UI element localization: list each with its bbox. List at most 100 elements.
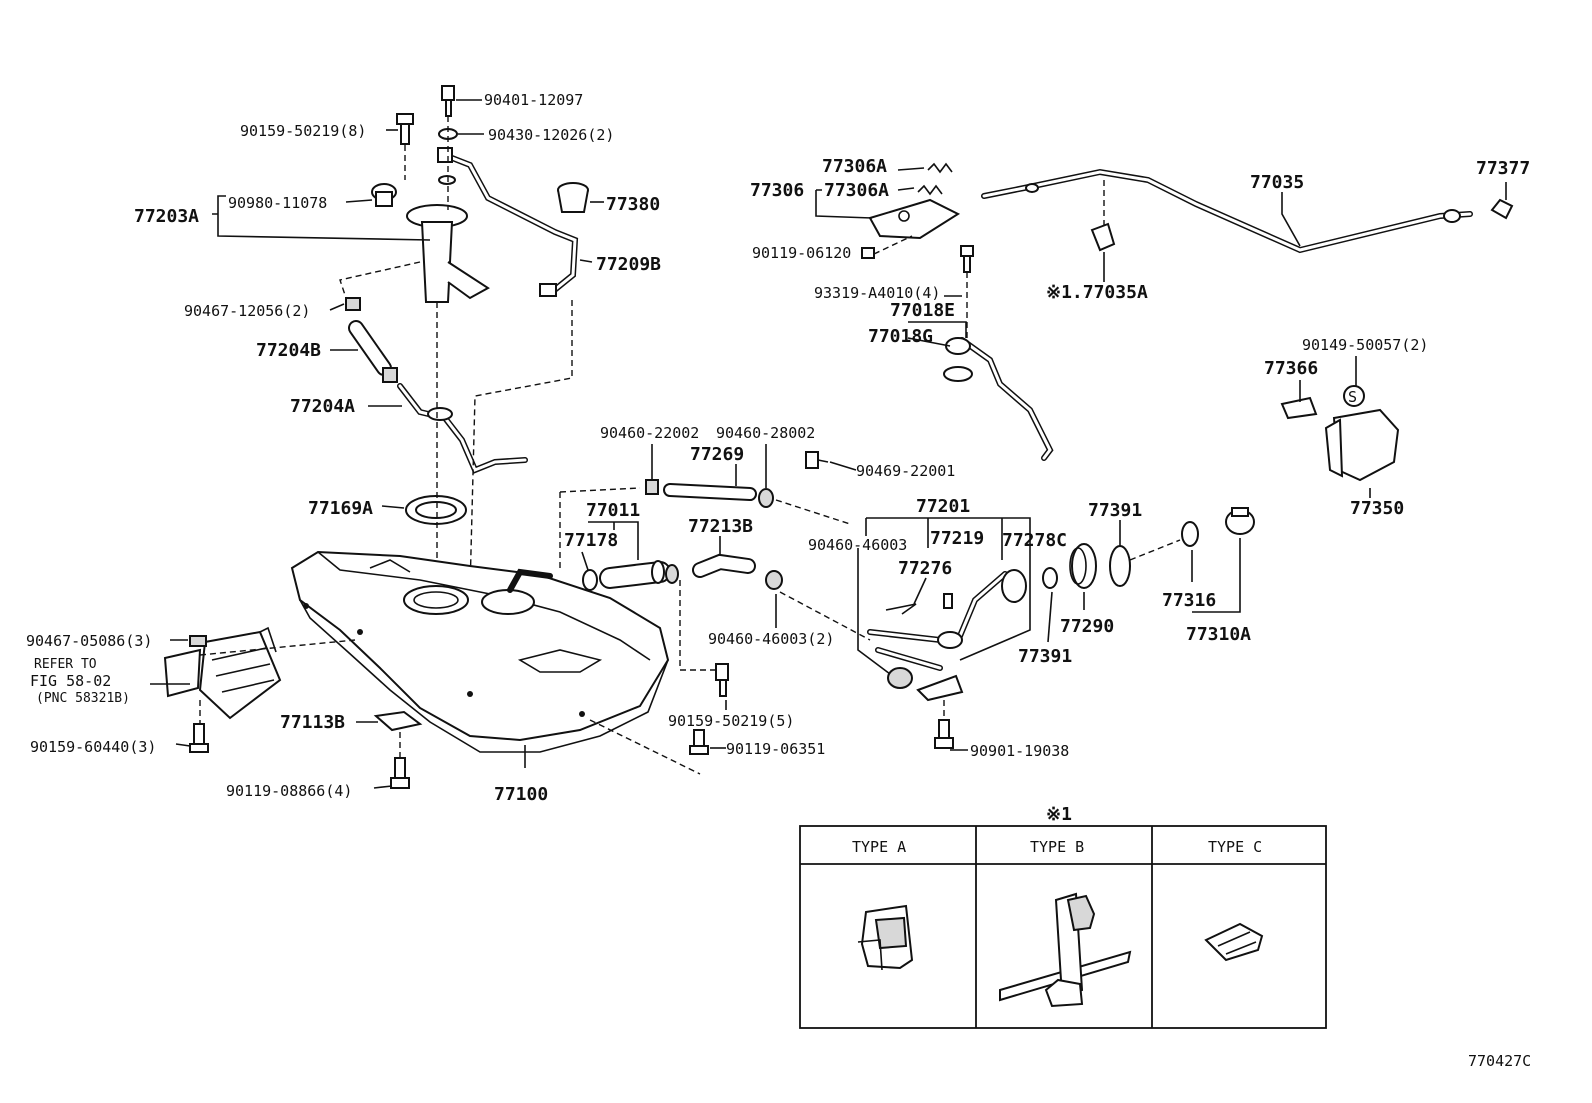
clip-90469-22001 <box>805 451 829 469</box>
label-77391-a: 77391 <box>1088 500 1142 521</box>
label-77203A: 77203A <box>134 206 199 227</box>
gasket-77316 <box>1181 521 1199 547</box>
label-77018E: 77018E <box>890 300 955 321</box>
clamp-type-b <box>999 892 1132 1008</box>
protector-58321B <box>163 626 282 720</box>
label-77035A: ※1.77035A <box>1046 282 1148 303</box>
label-77018G: 77018G <box>868 326 933 347</box>
clamp-77035A <box>1090 222 1116 252</box>
clamp-90460-28002 <box>758 488 774 508</box>
gasket-77169A <box>405 495 467 525</box>
label-77278C: 77278C <box>1002 530 1067 551</box>
types-note: ※1 <box>1046 804 1072 825</box>
pump-bracket-77203A <box>406 204 490 303</box>
lock-77306 <box>868 198 961 240</box>
types-table <box>799 825 1327 1029</box>
small-washer <box>438 175 456 185</box>
hinge-77366 <box>1280 396 1318 420</box>
label-90460-46003: 90460-46003 <box>808 536 907 554</box>
clamp-type-a <box>857 904 914 971</box>
label-77380: 77380 <box>606 194 660 215</box>
bracket-filler <box>916 674 964 702</box>
release-cable-77018 <box>943 337 1054 461</box>
label-77035: 77035 <box>1250 172 1304 193</box>
end-77377 <box>1490 198 1514 220</box>
label-90460-22002: 90460-22002 <box>600 424 699 442</box>
cap-77310A <box>1225 507 1255 535</box>
bolt-90159-60440 <box>189 723 209 753</box>
clamp-90467-12056 <box>345 297 361 311</box>
fuel-tank-77100 <box>290 550 670 753</box>
label-77201: 77201 <box>916 496 970 517</box>
type-b-header: TYPE B <box>1030 838 1084 856</box>
label-90901-19038: 90901-19038 <box>970 742 1069 760</box>
ring-77391-b <box>1109 545 1131 587</box>
type-a-header: TYPE A <box>852 838 906 856</box>
refer-to-line3: (PNC 58321B) <box>36 691 130 706</box>
label-77113B: 77113B <box>280 712 345 733</box>
hose-77204B <box>348 320 392 376</box>
label-77377: 77377 <box>1476 158 1530 179</box>
label-90159-50219-8: 90159-50219(8) <box>240 122 366 140</box>
clamp-90460-22002 <box>645 479 659 495</box>
label-77100: 77100 <box>494 784 548 805</box>
label-90119-06351: 90119-06351 <box>726 740 825 758</box>
clamp-b <box>665 564 679 584</box>
label-90149-50057: 90149-50057(2) <box>1302 336 1428 354</box>
label-90159-50219-5: 90159-50219(5) <box>668 712 794 730</box>
label-90401-12097: 90401-12097 <box>484 91 583 109</box>
label-77169A: 77169A <box>308 498 373 519</box>
bolt-90159-50219-b <box>715 663 729 697</box>
fuel-tube-77209B <box>437 147 579 297</box>
screw-90119-06120 <box>861 247 875 259</box>
clip-90467-05086 <box>189 635 207 647</box>
pipe-77204A <box>397 383 528 474</box>
clamp-90460-46003-b <box>765 570 783 590</box>
hose-77269 <box>663 483 757 501</box>
label-77219: 77219 <box>930 528 984 549</box>
label-77269: 77269 <box>690 444 744 465</box>
refer-to-line2: FIG 58-02 <box>30 672 111 690</box>
label-77306A-a: 77306A <box>822 156 887 177</box>
label-77316: 77316 <box>1162 590 1216 611</box>
leader-lines <box>150 99 1507 789</box>
cable-77035 <box>981 168 1473 254</box>
label-77391-b: 77391 <box>1018 646 1072 667</box>
cushion-77113B <box>373 710 423 732</box>
label-90119-06120: 90119-06120 <box>752 244 851 262</box>
bolt-90119-08866 <box>390 757 410 789</box>
fuel-lid-77350 <box>1324 408 1400 482</box>
label-90430-12026: 90430-12026(2) <box>488 126 614 144</box>
label-93319-A4010: 93319-A4010(4) <box>814 284 940 302</box>
type-c-header: TYPE C <box>1208 838 1262 856</box>
label-77209B: 77209B <box>596 254 661 275</box>
spring-77306A-a <box>927 162 953 174</box>
label-77276: 77276 <box>898 558 952 579</box>
label-77213B: 77213B <box>688 516 753 537</box>
label-77178: 77178 <box>564 530 618 551</box>
spring-77306A-b <box>917 184 943 196</box>
bolt-90901-19038 <box>934 719 954 749</box>
screw-90149-50057 <box>1343 385 1365 407</box>
inlet-hose-77011 <box>599 560 671 589</box>
filler-pipe-77201 <box>867 569 1027 671</box>
pump-bolt-90401 <box>441 85 455 117</box>
label-90469-22001: 90469-22001 <box>856 462 955 480</box>
hose-77213B <box>692 553 756 578</box>
ring-77391-a <box>1042 567 1058 589</box>
label-90460-46003-2: 90460-46003(2) <box>708 630 834 648</box>
label-77306A-b: 77306A <box>824 180 889 201</box>
bolt-90119-06351 <box>689 729 709 755</box>
filter-77380 <box>557 182 589 213</box>
bolt-90159-50219-top <box>396 113 414 145</box>
figure-id: 770427C <box>1468 1052 1531 1070</box>
label-90460-28002: 90460-28002 <box>716 424 815 442</box>
refer-to-line1: REFER TO <box>34 657 97 672</box>
clamp-77178 <box>582 569 598 591</box>
screw-93319 <box>960 245 974 273</box>
label-90159-60440: 90159-60440(3) <box>30 738 156 756</box>
clamp-small <box>382 367 398 383</box>
screw-s-mark: S <box>1348 388 1357 406</box>
label-90467-12056: 90467-12056(2) <box>184 302 310 320</box>
